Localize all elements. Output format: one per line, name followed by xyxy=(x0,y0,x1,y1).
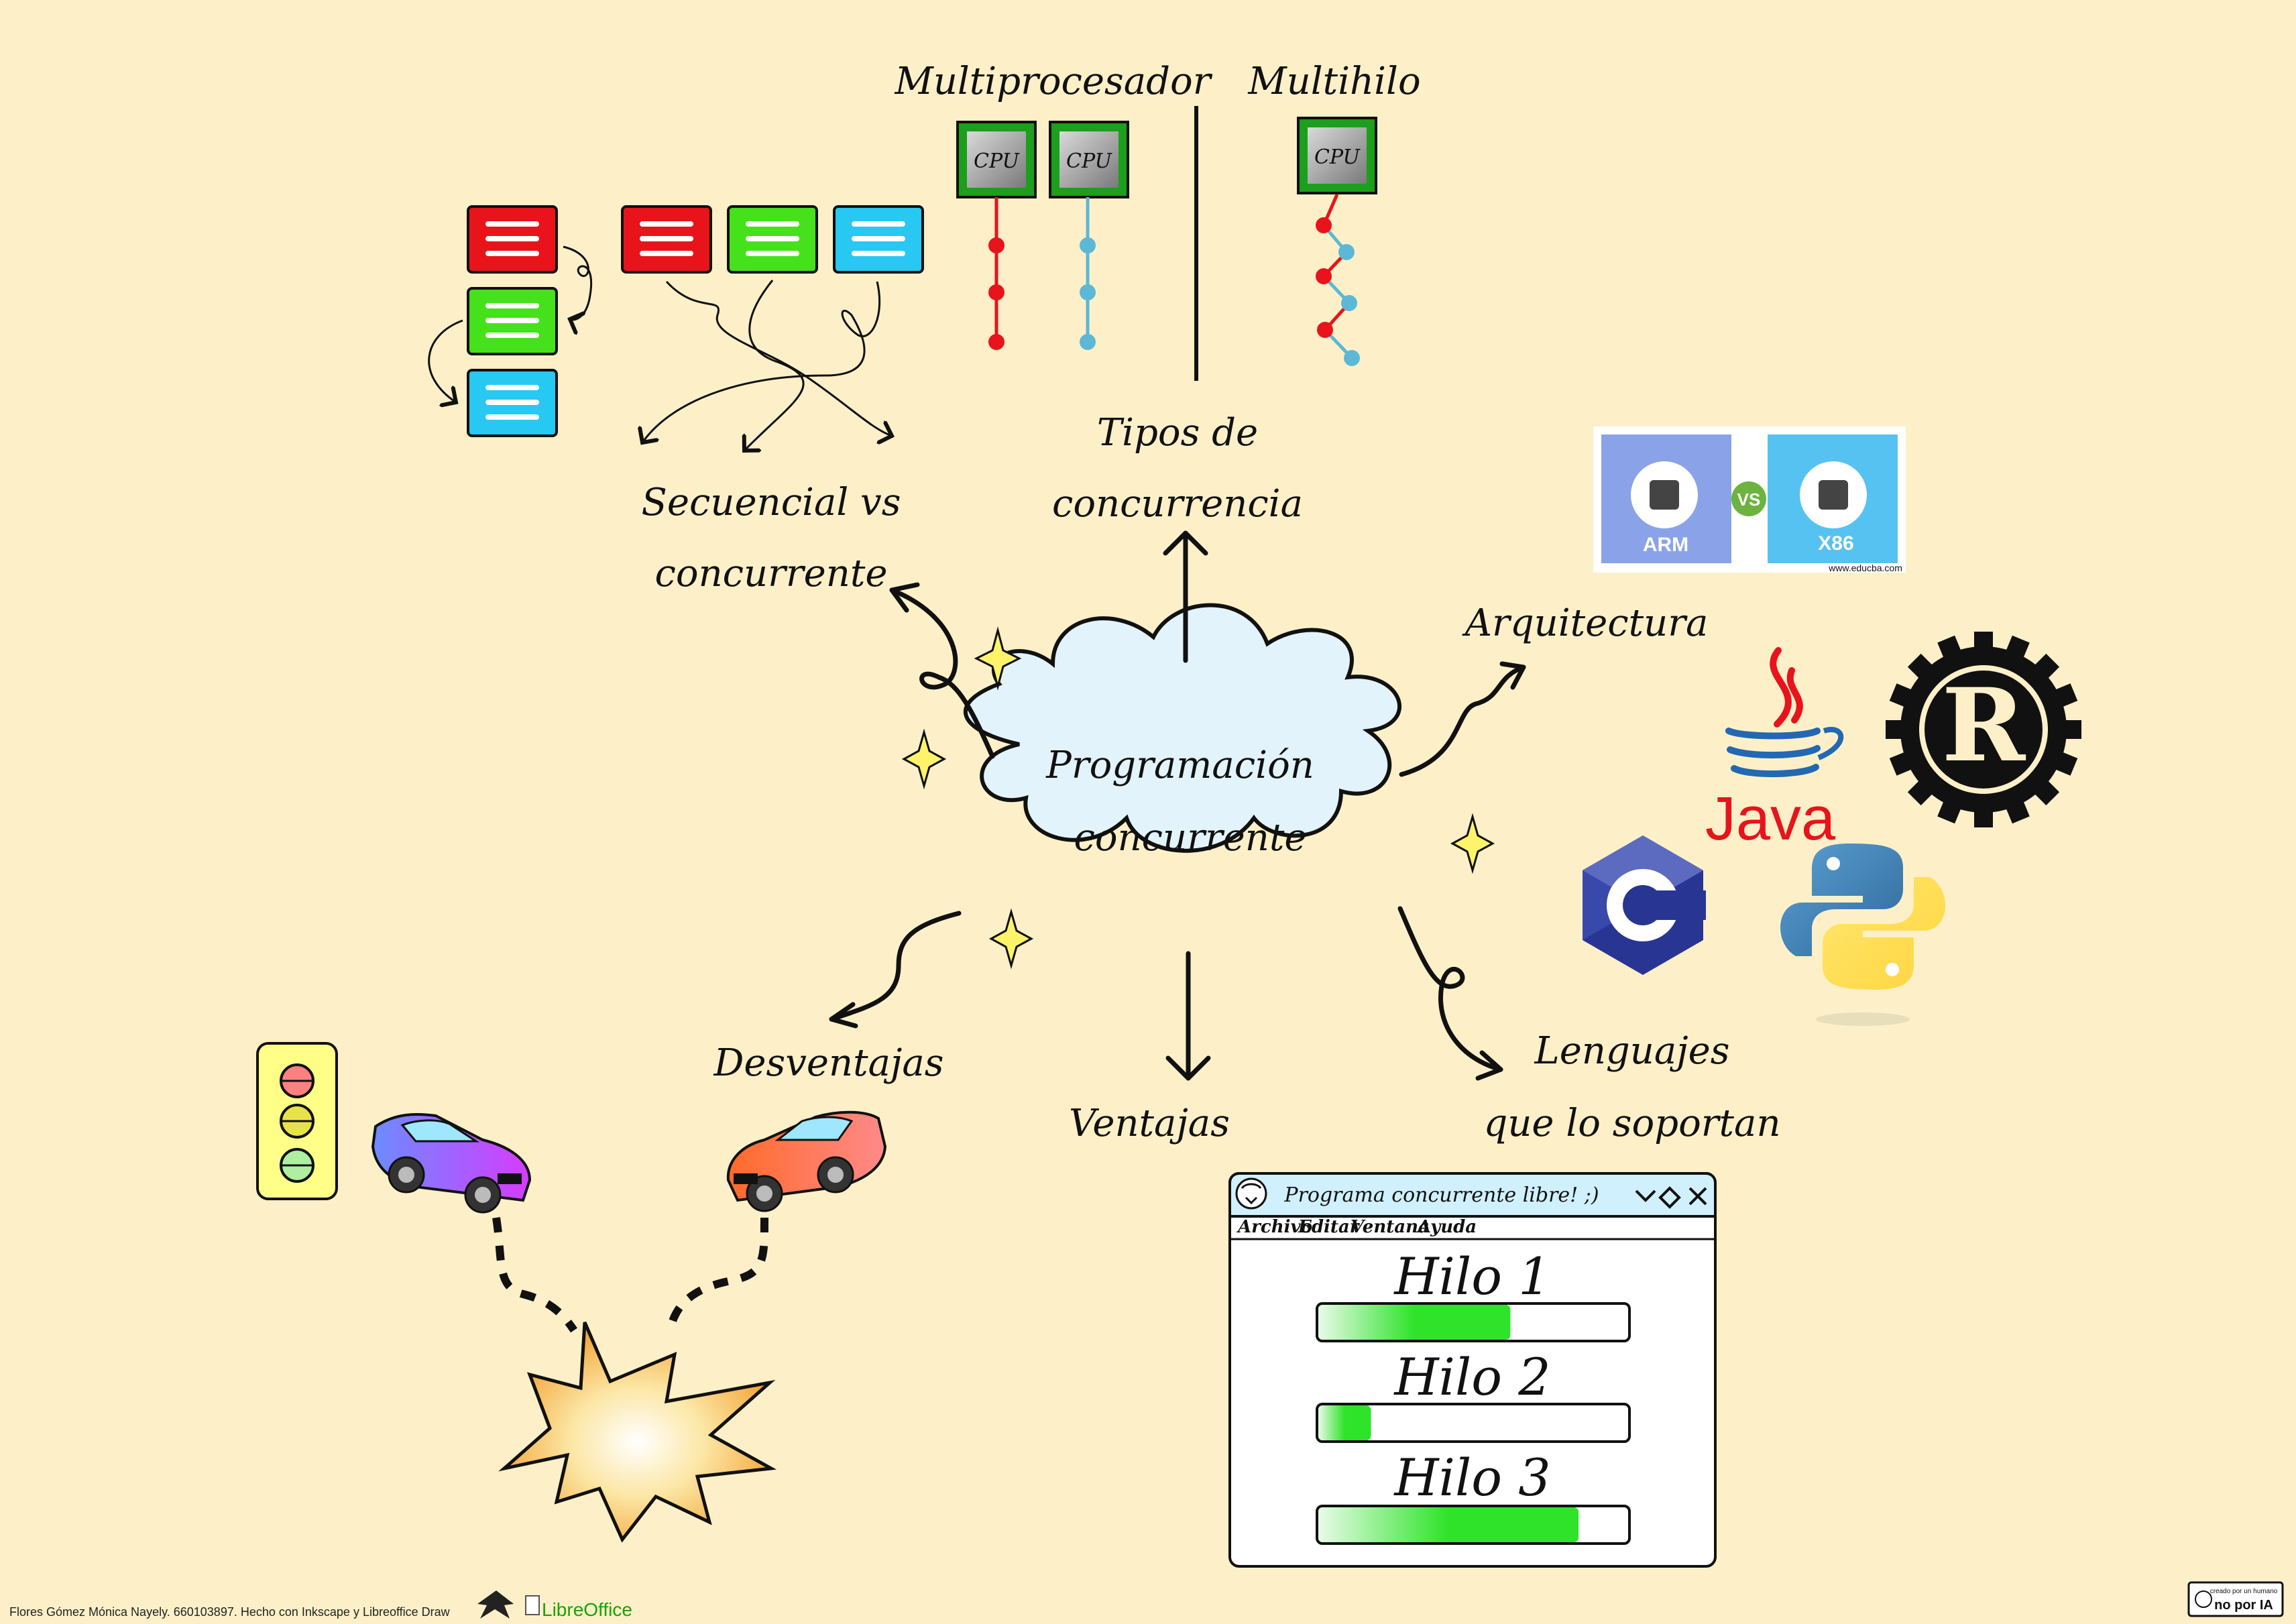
thread-label: Hilo 2 xyxy=(1393,1347,1550,1407)
arm-vs-x86-image: VS ARM X86 www.educba.com xyxy=(1593,426,1906,573)
traffic-light-icon xyxy=(256,1042,338,1200)
python-logo xyxy=(1780,844,1945,1026)
progress-bar-fill xyxy=(1318,1507,1579,1542)
arch-arm: ARM xyxy=(1643,534,1688,556)
window-title: Programa concurrente libre! ;) xyxy=(1283,1183,1599,1207)
arch-credit: www.educba.com xyxy=(1828,563,1902,573)
cpu-chip-icon: CPU xyxy=(956,121,1037,198)
task-block-cyan xyxy=(467,369,558,437)
car-orange-icon xyxy=(726,1110,887,1212)
task-block-red xyxy=(467,205,558,274)
rust-letter: R xyxy=(1942,666,2026,785)
chip-icon xyxy=(1650,480,1679,510)
arrow-desventajas xyxy=(829,911,962,1022)
cpu-chip-icon: CPU xyxy=(1049,121,1129,198)
menu-archivo[interactable]: Archivo xyxy=(1236,1217,1312,1237)
program-window: Programa concurrente libre! ;) Archivo E… xyxy=(1228,1172,1717,1568)
human-made-badge: creado por un humano no por IA xyxy=(2187,1581,2284,1617)
svg-text:creado por un humano: creado por un humano xyxy=(2210,1588,2278,1595)
footer: Flores Gómez Mónica Nayely. 660103897. H… xyxy=(9,1581,2284,1620)
task-block-green xyxy=(467,287,558,355)
window-menu-bar: Archivo Editar Ventana Ayuda xyxy=(1236,1217,1477,1237)
minimize-chevron-icon[interactable] xyxy=(1635,1190,1656,1202)
java-logo: Java xyxy=(1705,647,1844,853)
sparkle-icon xyxy=(974,626,1022,691)
label-ventajas: Ventajas xyxy=(1069,1102,1230,1145)
interleaved-threads xyxy=(1316,194,1360,366)
smiley-icon xyxy=(2195,1590,2212,1608)
c-language-logo: C xyxy=(1583,835,1706,975)
explosion-icon xyxy=(498,1322,777,1543)
label-secuencial-line2: concurrente xyxy=(655,552,888,595)
center-title-line1: Programación xyxy=(1045,744,1314,787)
center-title-line2: concurrente xyxy=(1074,816,1307,860)
svg-text:CPU: CPU xyxy=(974,150,1021,173)
menu-ayuda[interactable]: Ayuda xyxy=(1416,1217,1477,1237)
java-text: Java xyxy=(1705,785,1836,853)
arch-x86: X86 xyxy=(1818,532,1853,555)
arrow-secuencial xyxy=(889,587,995,759)
arrow-arquitectura xyxy=(1399,664,1526,777)
gnu-logo-icon xyxy=(1235,1177,1267,1210)
libreoffice-logo-icon: LibreOffice xyxy=(525,1595,632,1620)
svg-text:CPU: CPU xyxy=(1314,146,1361,169)
label-lenguajes-line1: Lenguajes xyxy=(1534,1029,1730,1073)
sparkle-icon xyxy=(901,728,947,790)
label-desventajas: Desventajas xyxy=(713,1041,944,1085)
sequential-vs-concurrent-illustration xyxy=(428,205,924,451)
label-multihilo: Multihilo xyxy=(1247,60,1420,103)
inkscape-logo-icon xyxy=(477,1590,514,1619)
thread-line-red xyxy=(988,197,1005,350)
libreoffice-text: LibreOffice xyxy=(542,1599,632,1620)
thread-row-1: Hilo 1 xyxy=(1316,1246,1631,1342)
rust-logo: R xyxy=(1886,632,2081,827)
maximize-diamond-icon[interactable] xyxy=(1658,1186,1681,1209)
arrow-lenguajes xyxy=(1397,906,1503,1072)
thread-label: Hilo 3 xyxy=(1393,1448,1550,1507)
thread-line-blue xyxy=(1080,197,1096,350)
branch-arrows xyxy=(829,530,1526,1081)
concurrency-types-illustration: Multiprocesador Multihilo CPU CPU CPU xyxy=(894,60,1421,381)
collision-paths xyxy=(492,1217,768,1333)
label-tipos-line1: Tipos de xyxy=(1097,411,1258,455)
branch-labels: Secuencial vs concurrente Tipos de concu… xyxy=(642,411,1781,1145)
thread-label: Hilo 1 xyxy=(1393,1246,1550,1306)
task-block-green xyxy=(727,205,818,274)
car-purple-icon xyxy=(371,1112,532,1214)
thread-row-3: Hilo 3 xyxy=(1316,1448,1631,1545)
footer-credit: Flores Gómez Mónica Nayely. 660103897. H… xyxy=(9,1605,451,1619)
arch-vs: VS xyxy=(1737,489,1761,510)
thread-row-2: Hilo 2 xyxy=(1316,1347,1631,1443)
sparkles xyxy=(901,626,1495,970)
chip-icon xyxy=(1819,480,1848,510)
progress-bar-fill xyxy=(1318,1405,1371,1440)
task-block-cyan xyxy=(833,205,924,274)
svg-text:CPU: CPU xyxy=(1066,150,1113,173)
central-cloud: Programación concurrente xyxy=(964,603,1401,860)
sparkle-icon xyxy=(988,908,1034,970)
menu-ventana[interactable]: Ventana xyxy=(1351,1217,1430,1237)
label-arquitectura: Arquitectura xyxy=(1462,601,1709,645)
window-controls xyxy=(1635,1186,1707,1209)
label-secuencial-line1: Secuencial vs xyxy=(642,481,901,524)
menu-editar[interactable]: Editar xyxy=(1298,1217,1361,1237)
label-tipos-line2: concurrencia xyxy=(1052,482,1303,526)
progress-bar-fill xyxy=(1318,1305,1511,1340)
cpu-chip-icon: CPU xyxy=(1297,117,1377,194)
sparkle-icon xyxy=(1450,813,1495,874)
close-icon[interactable] xyxy=(1688,1187,1707,1206)
label-multiprocesador: Multiprocesador xyxy=(894,60,1212,103)
task-block-red xyxy=(621,205,712,274)
svg-text:no por IA: no por IA xyxy=(2214,1598,2273,1613)
label-lenguajes-line2: que lo soportan xyxy=(1483,1102,1780,1145)
